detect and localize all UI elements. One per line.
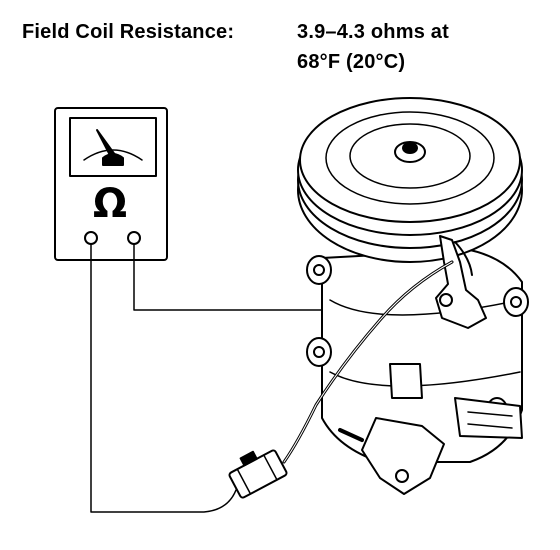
test-leads	[90, 243, 354, 513]
meter-dial-arc	[83, 149, 143, 161]
hose-stub	[338, 428, 364, 442]
housing-seam-1	[329, 299, 521, 316]
mount-ear-bottom-left	[306, 337, 332, 367]
mount-hole-right	[510, 296, 522, 308]
clutch-nut	[402, 142, 418, 154]
hose-fitting-bolt	[395, 469, 409, 483]
meter-body	[54, 107, 168, 261]
mount-ear-top-left	[306, 255, 332, 285]
coil-wire-short	[454, 241, 473, 276]
bracket-bolt	[439, 293, 453, 307]
connector-latch	[239, 450, 258, 467]
connector-body	[228, 449, 288, 499]
ohmmeter-icon	[54, 107, 168, 261]
meter-needle-hub	[102, 153, 124, 166]
meter-dial-window	[69, 117, 157, 177]
spec-label: Field Coil Resistance:	[22, 21, 235, 43]
spec-value-line2: 68°F (20°C)	[297, 51, 406, 73]
mount-hole-bottom-left	[313, 346, 325, 358]
mount-hole-top-left	[313, 264, 325, 276]
meter-terminal-left	[84, 231, 98, 245]
rear-block-ribs	[467, 411, 513, 429]
spec-value-line1: 3.9–4.3 ohms at	[297, 21, 449, 43]
ohm-symbol: Ω	[93, 181, 128, 227]
mount-ear-right	[503, 287, 529, 317]
connector-ribs	[236, 454, 278, 495]
meter-terminal-right	[127, 231, 141, 245]
coil-connector	[228, 449, 288, 499]
coil-lead-wire-core	[283, 261, 453, 463]
lead-to-connector	[90, 243, 237, 513]
hose-fitting	[361, 417, 445, 495]
ac-compressor-icon	[228, 97, 529, 499]
wire-clip	[389, 363, 423, 399]
lead-to-compressor-body	[133, 243, 349, 311]
